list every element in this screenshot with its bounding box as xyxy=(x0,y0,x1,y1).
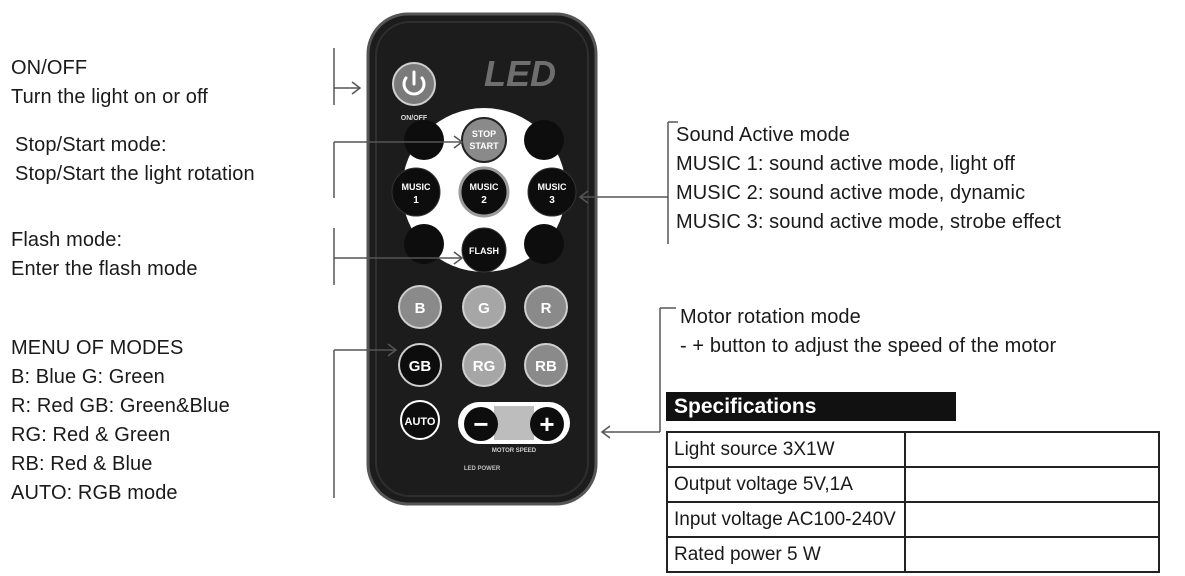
sound-title: Sound Active mode xyxy=(676,124,851,146)
power-icon xyxy=(402,70,426,96)
plus-button[interactable] xyxy=(530,407,564,441)
onoff-detail: Turn the light on or off xyxy=(11,86,208,108)
music3-number: 3 xyxy=(549,195,555,206)
music2-button[interactable] xyxy=(458,166,510,218)
sound-music3: MUSIC 3: sound active mode, strobe effec… xyxy=(676,211,1062,233)
pad-corner-top-right[interactable] xyxy=(524,120,564,160)
stop-start-button[interactable] xyxy=(461,117,507,163)
table-row: Output voltage 5V,1A xyxy=(666,466,1161,503)
specifications-table: Light source 3X1W Output voltage 5V,1A I… xyxy=(666,431,1161,573)
music3-button[interactable] xyxy=(527,167,577,217)
rg-label: RG xyxy=(473,358,496,375)
g-button[interactable] xyxy=(462,285,506,329)
menu-description: MENU OF MODES B: Blue G: Green R: Red GB… xyxy=(11,334,230,508)
pad-corner-bottom-right[interactable] xyxy=(524,224,564,264)
onoff-caption: ON/OFF xyxy=(401,115,428,122)
auto-button[interactable] xyxy=(400,400,440,440)
onoff-callout xyxy=(333,48,362,105)
b-label: B xyxy=(415,300,426,317)
specifications-title: Specifications xyxy=(666,392,956,421)
table-row: Rated power 5 W xyxy=(666,536,1161,573)
rb-button[interactable] xyxy=(524,343,568,387)
sound-music1: MUSIC 1: sound active mode, light off xyxy=(676,153,1016,175)
sound-music2: MUSIC 2: sound active mode, dynamic xyxy=(676,182,1026,204)
spec-empty-cell xyxy=(903,466,1161,503)
menu-line-auto: AUTO: RGB mode xyxy=(11,482,178,504)
music1-label: MUSIC xyxy=(402,182,432,192)
g-label: G xyxy=(478,300,490,317)
stopstart-title: Stop/Start mode: xyxy=(15,134,167,156)
menu-line-rb: RB: Red & Blue xyxy=(11,453,153,475)
pad-corner-top-left[interactable] xyxy=(404,120,444,160)
stopstart-description: Stop/Start mode: Stop/Start the light ro… xyxy=(15,131,255,189)
sound-description: Sound Active mode MUSIC 1: sound active … xyxy=(676,121,1061,237)
motor-detail: - + button to adjust the speed of the mo… xyxy=(680,335,1057,357)
flash-callout xyxy=(333,228,464,285)
menu-line-b-g: B: Blue G: Green xyxy=(11,366,165,388)
music1-number: 1 xyxy=(413,195,419,206)
motor-speed-caption: MOTOR SPEED xyxy=(492,448,537,454)
rb-label: RB xyxy=(535,358,557,375)
flash-description: Flash mode: Enter the flash mode xyxy=(11,226,198,284)
spec-empty-cell xyxy=(903,431,1161,468)
music2-number: 2 xyxy=(481,195,487,206)
flash-title: Flash mode: xyxy=(11,229,123,251)
stopstart-detail: Stop/Start the light rotation xyxy=(15,163,255,185)
spec-light-source: Light source 3X1W xyxy=(666,431,906,468)
r-label: R xyxy=(541,300,552,317)
music2-label: MUSIC xyxy=(470,182,500,192)
auto-label: AUTO xyxy=(405,416,436,428)
flash-detail: Enter the flash mode xyxy=(11,258,198,280)
r-button[interactable] xyxy=(524,285,568,329)
rg-button[interactable] xyxy=(462,343,506,387)
spec-input-voltage: Input voltage AC100-240V xyxy=(666,501,906,538)
led-logo: LED xyxy=(484,53,556,94)
b-button[interactable] xyxy=(398,285,442,329)
spec-output-voltage: Output voltage 5V,1A xyxy=(666,466,906,503)
gb-label: GB xyxy=(409,358,432,375)
spec-rated-power: Rated power 5 W xyxy=(666,536,906,573)
stop-label: STOP xyxy=(472,129,496,139)
music1-button[interactable] xyxy=(391,167,441,217)
gb-button[interactable] xyxy=(398,343,442,387)
onoff-title: ON/OFF xyxy=(11,57,88,79)
spec-empty-cell xyxy=(903,536,1161,573)
sound-callout xyxy=(578,121,678,244)
menu-line-rg: RG: Red & Green xyxy=(11,424,171,446)
motor-title: Motor rotation mode xyxy=(680,306,861,328)
menu-callout xyxy=(333,343,398,498)
start-label: START xyxy=(469,141,499,151)
stopstart-callout xyxy=(333,135,464,198)
motor-callout xyxy=(600,307,676,439)
flash-label: FLASH xyxy=(469,246,499,256)
motor-description: Motor rotation mode - + button to adjust… xyxy=(680,303,1056,361)
led-power-caption: LED POWER xyxy=(464,466,501,472)
minus-button[interactable] xyxy=(464,407,498,441)
menu-line-r-gb: R: Red GB: Green&Blue xyxy=(11,395,230,417)
plus-label: + xyxy=(539,409,554,439)
table-row: Input voltage AC100-240V xyxy=(666,501,1161,538)
menu-title: MENU OF MODES xyxy=(11,337,184,359)
table-row: Light source 3X1W xyxy=(666,431,1161,468)
music3-label: MUSIC xyxy=(538,182,568,192)
flash-button[interactable] xyxy=(461,227,507,273)
minus-label: − xyxy=(473,409,488,439)
onoff-description: ON/OFF Turn the light on or off xyxy=(11,54,208,112)
spec-empty-cell xyxy=(903,501,1161,538)
pad-corner-bottom-left[interactable] xyxy=(404,224,444,264)
